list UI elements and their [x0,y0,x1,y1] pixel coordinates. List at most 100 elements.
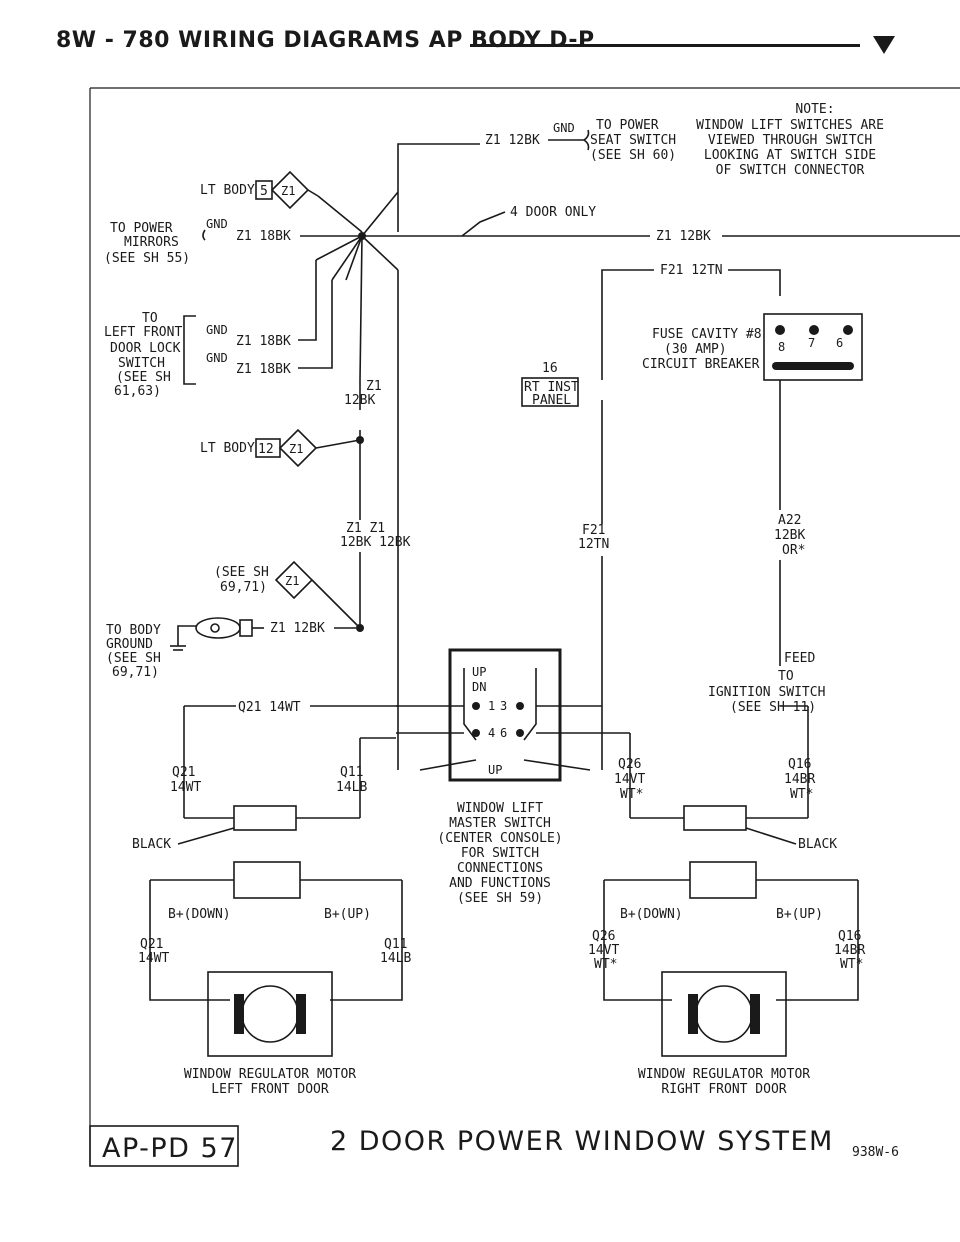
rm-wtb: WT* [594,957,617,972]
sw-label-l1: WINDOW LIFT [457,801,543,816]
mirror-wire: Z1 18BK [236,229,291,244]
rm-wt2: WT* [790,787,813,802]
seat-l3: (SEE SH 60) [590,148,676,163]
right-feed: F21 12TN FUSE CAVITY #8 (30 AMP) CIRCUIT… [521,263,863,770]
lm-q11: Q11 [340,765,363,780]
door-l6: 61,63) [114,384,161,399]
z1-vert-2: 12BK [344,393,375,408]
mirror-l1: TO POWER [110,221,173,236]
feed-l2: TO [778,669,794,684]
rm-black: BLACK [798,837,837,852]
note-l3: VIEWED THROUGH SWITCH [708,133,872,148]
lt-body-12-num: 12 [258,442,274,457]
rt-inst-1: RT INST [524,380,579,395]
note-l2: WINDOW LIFT SWITCHES ARE [696,118,884,133]
cb-7: 7 [808,336,815,350]
rm-14vtb: 14VT [588,943,619,958]
conn-16: 16 [542,361,558,376]
lm-14wtb: 14WT [138,951,169,966]
see-l2: 69,71) [220,580,267,595]
sw-p4: 4 [488,726,495,740]
rm-q26b: Q26 [592,929,615,944]
sw-up: UP [472,665,486,679]
body-ground: TO BODY GROUND (SEE SH 69,71) Z1 12BK [106,617,356,680]
lm-label-l1: WINDOW REGULATOR MOTOR [184,1067,356,1082]
door-gnd-1: GND [206,323,228,337]
lm-14lbb: 14LB [380,951,411,966]
seat-gnd-label: GND [553,121,575,135]
lm-q21b: Q21 [140,937,163,952]
sw-label-l3: (CENTER CONSOLE) [437,831,562,846]
lm-14lb: 14LB [336,780,367,795]
gnd-wire: Z1 12BK [270,621,325,636]
rm-q16: Q16 [788,757,811,772]
sw-p3: 3 [500,699,507,713]
sw-label-l4: FOR SWITCH [461,846,539,861]
door-wire-1: Z1 18BK [236,334,291,349]
lm-q11b: Q11 [384,937,407,952]
rm-14br: 14BR [784,772,815,787]
lm-up: B+(UP) [324,907,371,922]
rm-14vt: 14VT [614,772,645,787]
bus-right-label: Z1 12BK [656,229,711,244]
lt-body-12-z1: Z1 [289,442,303,456]
sw-p6: 6 [500,726,507,740]
door-l5: (SEE SH [116,370,171,385]
sw-dn: DN [472,680,486,694]
gnd-l1: TO BODY [106,623,161,638]
seat-l1: TO POWER [596,118,659,133]
f21-label: F21 [582,523,605,538]
sw-p1: 1 [488,699,495,713]
rm-down: B+(DOWN) [620,907,683,922]
mirror-l3: (SEE SH 55) [104,251,190,266]
cb-6: 6 [836,336,843,350]
rm-wt2b: WT* [840,957,863,972]
q21-wire: Q21 14WT [238,700,301,715]
footer: AP-PD 57 2 DOOR POWER WINDOW SYSTEM 938W… [89,1125,899,1167]
sw-up2: UP [488,763,502,777]
rm-label-l2: RIGHT FRONT DOOR [661,1082,786,1097]
header-rule [470,44,860,47]
ground-bus: Z1 12BK TO POWER MIRRORS (SEE SH 55) GND… [104,191,960,266]
header-triangle-icon [873,36,895,54]
sw-label-l6: AND FUNCTIONS [449,876,551,891]
rm-up: B+(UP) [776,907,823,922]
door-lock-switch-grounds: TO LEFT FRONT DOOR LOCK SWITCH (SEE SH 6… [104,311,382,408]
rm-14brb: 14BR [834,943,865,958]
lt-body-5-num: 5 [260,184,268,199]
door-wire-2: Z1 18BK [236,362,291,377]
gnd-l3: (SEE SH [106,651,161,666]
mirror-gnd: GND [206,217,228,231]
ref-code: 938W-6 [852,1145,899,1160]
12tn-label: 12TN [578,537,609,552]
a22-label: A22 [778,513,801,528]
four-door-text: 4 DOOR ONLY [510,205,596,220]
lm-14wt: 14WT [170,780,201,795]
rm-q26: Q26 [618,757,641,772]
z1-vert-1: Z1 [366,379,382,394]
fuse-l3: CIRCUIT BREAKER [642,357,760,372]
seat-wire-label: Z1 12BK [485,133,540,148]
left-motor-circuit: Q21 14WT Q11 14LB BLACK B+(DOWN) B+(UP) … [132,706,411,1097]
master-switch: UP DN 1 3 4 6 UP Q21 14WT WINDOW LIFT MA… [184,648,630,906]
zz-label-1: Z1 Z1 [346,521,385,536]
note-l4: LOOKING AT SWITCH SIDE [704,148,876,163]
see-z1: Z1 [285,574,299,588]
rt-inst-2: PANEL [532,393,571,408]
door-l3: DOOR LOCK [110,341,181,356]
seat-l2: SEAT SWITCH [590,133,676,148]
door-l2: LEFT FRONT [104,325,182,340]
note-block: NOTE: WINDOW LIFT SWITCHES ARE VIEWED TH… [696,102,884,178]
lm-black: BLACK [132,837,171,852]
page-code: AP-PD 57 [102,1133,238,1164]
door-gnd-2: GND [206,351,228,365]
see-l1: (SEE SH [214,565,269,580]
lt-body-12-connector: LT BODY 12 Z1 Z1 Z1 12BK 12BK [200,428,411,630]
mirror-l2: MIRRORS [124,235,179,250]
door-l4: SWITCH [118,356,165,371]
a22-or: OR* [782,543,805,558]
four-door-only-note: 4 DOOR ONLY [461,205,596,237]
fuse-l2: (30 AMP) [664,342,727,357]
feed-l4: (SEE SH 11) [730,700,816,715]
door-l1: TO [142,311,158,326]
